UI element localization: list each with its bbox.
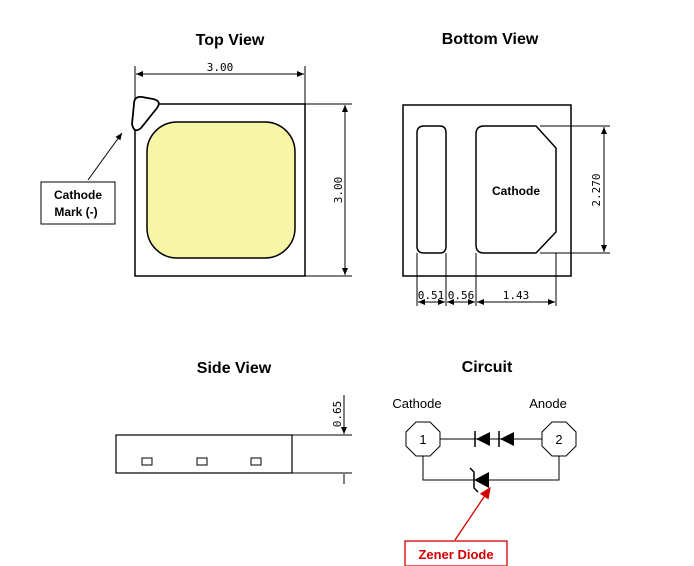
cathode-pad: [475, 125, 557, 254]
bottom-view-title: Bottom View: [442, 31, 539, 48]
led-emitter: [146, 121, 296, 259]
bottom-view: Bottom View Cathode 2.270 0.51 0.56 1.43: [402, 31, 610, 306]
cathode-pad-label: Cathode: [492, 184, 540, 198]
led-diode-1-icon: [476, 432, 490, 446]
bottom-dim-label-b: 0.56: [448, 289, 475, 302]
circuit-node-2: [541, 421, 577, 457]
cathode-mark-callout-line2: Mark (-): [54, 205, 97, 219]
cathode-mark-callout-box: [40, 181, 116, 225]
zener-diode-icon: [474, 472, 489, 488]
cathode-mark-callout-arrow: [87, 132, 123, 181]
circuit-title: Circuit: [462, 359, 513, 376]
circuit: Circuit Cathode Anode 1 2 Zener Diode: [392, 359, 577, 566]
cathode-mark-icon: [131, 95, 160, 132]
bottom-dim-label-c: 1.43: [503, 289, 530, 302]
circuit-anode-label: Anode: [529, 396, 567, 411]
cathode-mark-callout-line1: Cathode: [54, 188, 102, 202]
zener-diode-bar: [469, 467, 479, 493]
anode-pad: [416, 125, 447, 254]
bottom-height-dim-label: 2.270: [590, 173, 603, 206]
side-view-title: Side View: [197, 360, 272, 377]
led-diode-2-icon: [500, 432, 514, 446]
zener-callout-box: [404, 540, 508, 566]
circuit-cathode-label: Cathode: [392, 396, 441, 411]
top-height-dim-label: 3.00: [332, 177, 345, 204]
zener-callout-arrow: [454, 486, 491, 541]
top-view: Top View 3.00 3.00 Cathode Mark (-): [40, 32, 352, 277]
side-terminal-1: [141, 457, 153, 466]
top-width-dim-label: 3.00: [207, 61, 234, 74]
zener-callout-label: Zener Diode: [418, 547, 493, 562]
circuit-node-1-label: 1: [419, 432, 426, 447]
side-terminal-3: [250, 457, 262, 466]
side-height-dim-label: 0.65: [331, 401, 344, 428]
circuit-node-1: [405, 421, 441, 457]
side-package-outline: [115, 434, 293, 474]
bottom-dim-label-a: 0.51: [418, 289, 445, 302]
circuit-node-2-label: 2: [555, 432, 562, 447]
circuit-bottom-wire: [422, 456, 560, 481]
side-view: Side View 0.65: [115, 360, 352, 484]
side-terminal-2: [196, 457, 208, 466]
top-view-title: Top View: [196, 32, 265, 49]
